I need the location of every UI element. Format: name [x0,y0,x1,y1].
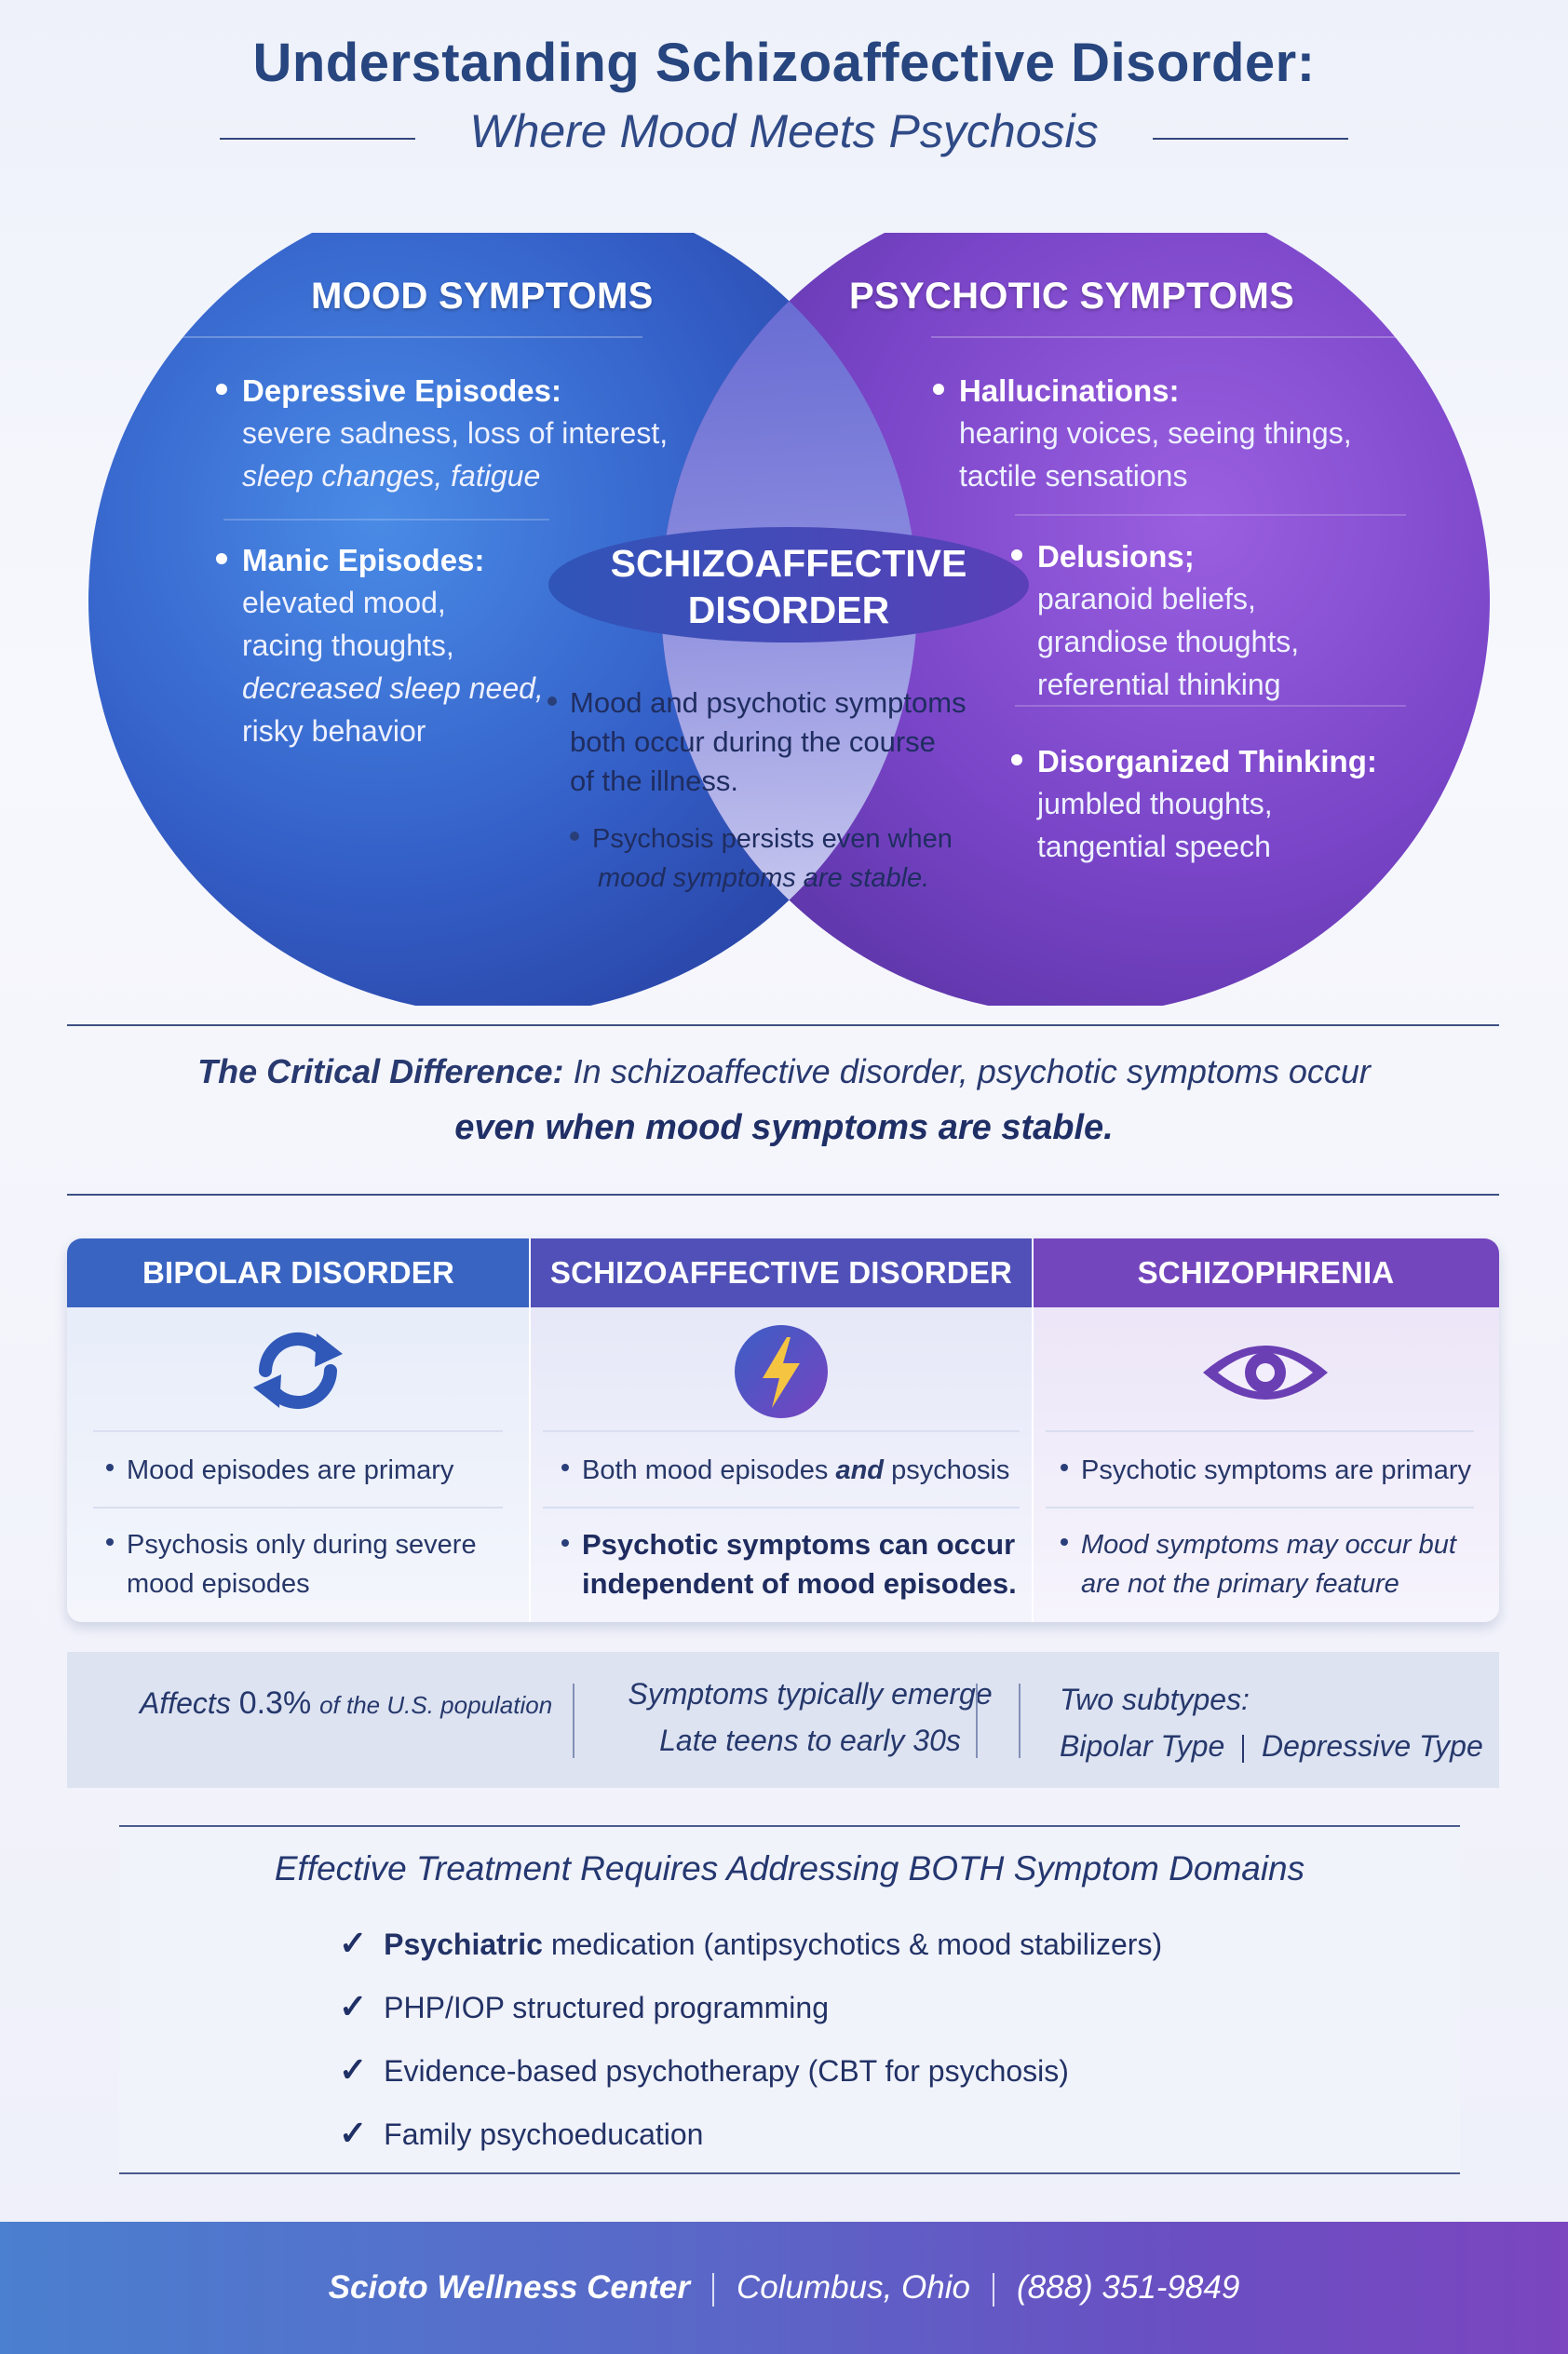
eye-icon [1203,1346,1328,1400]
bullet-icon [216,553,227,565]
bipolar-row2: Psychosis only during severe mood episod… [106,1525,477,1603]
check-icon: ✓ [339,2114,368,2152]
subtitle-rule-right [1153,138,1348,140]
column-schizophrenia: Psychotic symptoms are primary Mood symp… [1033,1307,1499,1622]
stat-prevalence: Affects 0.3% of the U.S. population [140,1685,553,1721]
bipolar-row1: Mood episodes are primary [106,1451,453,1490]
psychotic-item-delusions: Delusions; paranoid beliefs, grandiose t… [1011,536,1299,706]
page-title: Understanding Schizoaffective Disorder: [252,33,1316,93]
lightning-bolt-icon [735,1325,828,1418]
schizoaffective-row2: Psychotic symptoms can occur independent… [561,1525,1017,1603]
column-header-schizophrenia: SCHIZOPHRENIA [1033,1238,1499,1307]
bullet-icon [933,384,944,396]
critical-difference-line: The Critical Difference: In schizoaffect… [197,1052,1371,1090]
schizophrenia-row2: Mood symptoms may occur but are not the … [1061,1525,1456,1603]
bullet-icon [1011,549,1022,561]
stats-band: Affects 0.3% of the U.S. population Symp… [67,1652,1499,1788]
overlap-title-pill [548,527,1029,643]
bullet-icon [570,832,579,842]
psychotic-item-disorganized: Disorganized Thinking: jumbled thoughts,… [1011,741,1377,868]
check-icon: ✓ [339,1987,368,2025]
treatment-item: ✓Evidence-based psychotherapy (CBT for p… [339,2050,1069,2089]
page-subtitle: Where Mood Meets Psychosis [469,105,1099,157]
stat-onset: Symptoms typically emerge Late teens to … [628,1677,993,1757]
treatment-item: ✓Psychiatric medication (antipsychotics … [339,1924,1163,1962]
overlap-title: SCHIZOAFFECTIVE DISORDER [610,542,967,631]
psychotic-heading: PSYCHOTIC SYMPTOMS [849,276,1295,317]
column-header-schizoaffective: SCHIZOAFFECTIVE DISORDER [530,1238,1033,1307]
column-header-bipolar: BIPOLAR DISORDER [67,1238,530,1307]
check-icon: ✓ [339,1924,368,1962]
subtitle-rule-left [220,138,415,140]
mood-item-manic: Manic Episodes: elevated mood, racing th… [216,540,544,752]
overlap-item-persists: Psychosis persists even when mood sympto… [570,819,953,898]
venn-shapes [88,233,1490,1006]
psychotic-item-hallucinations: Hallucinations: hearing voices, seeing t… [933,371,1352,497]
mood-heading: MOOD SYMPTOMS [311,276,654,317]
bullet-icon [216,384,227,396]
stat-subtypes: Two subtypes: Bipolar Type Depressive Ty… [1060,1683,1483,1763]
bullet-icon [1011,754,1022,766]
comparison-table: BIPOLAR DISORDER SCHIZOAFFECTIVE DISORDE… [67,1238,1499,1622]
schizoaffective-row1: Both mood episodes and psychosis [561,1451,1009,1490]
treatment-title: Effective Treatment Requires Addressing … [274,1849,1305,1887]
column-bipolar: Mood episodes are primary Psychosis only… [67,1307,530,1622]
critical-difference-emphasis: even when mood symptoms are stable. [454,1108,1114,1147]
bullet-icon [547,696,557,706]
mood-item-depressive: Depressive Episodes: severe sadness, los… [216,371,668,497]
schizophrenia-row1: Psychotic symptoms are primary [1061,1451,1471,1490]
check-icon: ✓ [339,2050,368,2089]
footer-location: Columbus, Ohio [737,2269,970,2306]
footer-bar: Scioto Wellness Center Columbus, Ohio (888… [0,2222,1568,2354]
overlap-item-both: Mood and psychotic symptoms both occur d… [547,683,966,801]
column-schizoaffective: Both mood episodes and psychosis Psychot… [530,1307,1033,1622]
treatment-item: ✓PHP/IOP structured programming [339,1987,829,2025]
cycle-arrows-icon [253,1333,343,1409]
treatment-item: ✓Family psychoeducation [339,2114,704,2152]
footer-phone: (888) 351-9849 [1016,2269,1240,2306]
venn-diagram: MOOD SYMPTOMS Depressive Episodes: sever… [84,233,1490,1006]
treatment-panel: Effective Treatment Requires Addressing … [119,1825,1460,2174]
footer-org: Scioto Wellness Center [328,2269,691,2306]
divider-top [67,1024,1499,1026]
divider-bottom [67,1194,1499,1196]
